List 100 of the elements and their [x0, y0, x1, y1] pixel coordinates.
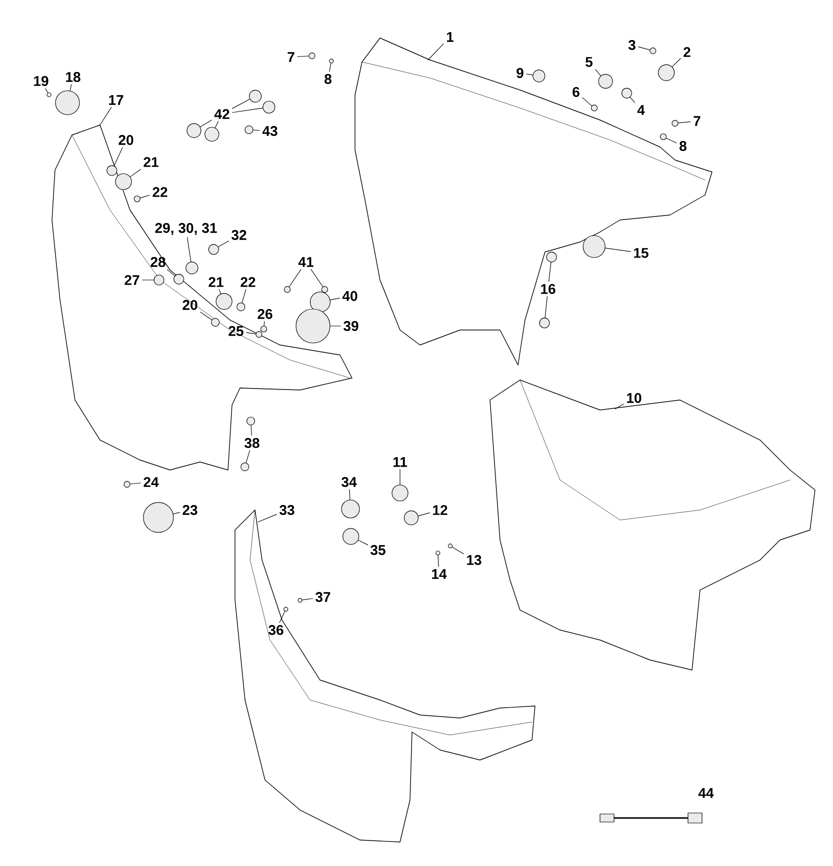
callout-number: 44 [698, 788, 714, 798]
leader-line [250, 425, 252, 436]
callout-number: 36 [268, 625, 284, 635]
part-drawing [244, 125, 254, 134]
callout-number: 39 [344, 321, 358, 331]
part-drawing [246, 416, 256, 426]
leader-line [279, 610, 286, 623]
part-drawing [539, 318, 550, 328]
leader-line [114, 147, 123, 166]
leader-line [253, 130, 260, 131]
leader-line [297, 56, 309, 57]
leader-line [428, 43, 444, 60]
part-drawing [621, 88, 632, 98]
leader-line [548, 262, 552, 282]
leader-line [526, 74, 534, 76]
part-drawing [546, 252, 557, 262]
part-drawing [186, 262, 198, 274]
callout-number: 22 [240, 277, 256, 287]
part-drawing [650, 48, 656, 54]
callout-number: 38 [244, 438, 260, 448]
part-drawing [106, 165, 118, 176]
callout-number: 11 [393, 457, 408, 467]
callout-number: 5 [586, 57, 593, 67]
part-drawing [342, 528, 360, 545]
leader-line [638, 46, 650, 50]
part-drawing [672, 120, 678, 127]
part-drawing [186, 123, 202, 138]
callout-number: 19 [34, 76, 48, 86]
part-drawing [115, 173, 132, 190]
part-drawing [284, 286, 291, 293]
callout-number: 37 [316, 592, 330, 602]
callout-number: 41 [298, 257, 314, 267]
part-drawing [256, 331, 262, 338]
part-drawing [262, 100, 276, 114]
part-drawing [310, 292, 330, 312]
leader-line [246, 332, 256, 334]
leader-line [672, 58, 681, 68]
leader-line [130, 482, 141, 484]
leader-line [544, 296, 548, 318]
leader-line [218, 240, 229, 248]
callout-number: 16 [541, 284, 556, 294]
part-drawing [590, 104, 598, 112]
part-drawing [240, 462, 250, 472]
leader-line [200, 312, 212, 320]
part-drawing [154, 274, 164, 286]
part-drawing [448, 544, 453, 548]
part-drawing [216, 293, 232, 310]
callout-number: 8 [324, 74, 332, 84]
leader-line [605, 248, 631, 252]
leader-line [349, 489, 350, 500]
callout-number: 26 [258, 309, 272, 319]
callout-number: 2 [684, 47, 690, 57]
part-drawing [436, 550, 440, 556]
leader-line [666, 138, 677, 144]
part-drawing [236, 302, 246, 312]
part-drawing [341, 500, 360, 518]
leader-line [358, 540, 368, 546]
leader-line [582, 97, 592, 106]
leader-line [70, 84, 72, 91]
leader-line [214, 121, 219, 128]
part-drawing [404, 510, 419, 526]
callout-number: 22 [152, 187, 168, 197]
part-drawing [284, 606, 288, 612]
leader-line [100, 107, 112, 126]
part-drawing [46, 92, 52, 98]
callout-number: 27 [124, 275, 140, 285]
leader-line [218, 289, 222, 294]
part-drawing [321, 286, 328, 293]
callout-number: 15 [634, 248, 648, 258]
callout-number: 21 [144, 157, 158, 167]
leader-line [630, 96, 636, 103]
leader-line [329, 63, 332, 72]
part-drawing [55, 90, 80, 116]
leader-line [166, 269, 176, 276]
callout-number: 4 [637, 105, 645, 115]
callout-number: 9 [516, 68, 524, 78]
callout-number: 24 [144, 477, 159, 487]
callout-number: 20 [182, 300, 198, 310]
leader-line [595, 69, 602, 76]
callout-number: 40 [342, 291, 358, 301]
leader-line [200, 120, 212, 128]
part-drawing [211, 318, 220, 327]
leader-line [288, 269, 302, 288]
callout-number: 21 [208, 277, 224, 287]
callout-number: 29, 30, 31 [155, 223, 217, 235]
part-drawing [329, 58, 334, 64]
leader-line [130, 169, 141, 178]
callout-number: 35 [370, 545, 386, 555]
leader-line [45, 88, 48, 94]
callout-number: 34 [342, 477, 357, 487]
callout-number: 8 [680, 141, 686, 151]
part-drawing [298, 598, 302, 603]
callout-number: 13 [467, 555, 482, 565]
callout-number: 10 [627, 393, 642, 403]
part-drawing [174, 274, 184, 284]
part-drawing [260, 326, 268, 332]
part-drawing [598, 74, 613, 89]
leader-line [418, 512, 430, 516]
leader-line [140, 194, 150, 198]
callout-number: 7 [288, 52, 294, 62]
